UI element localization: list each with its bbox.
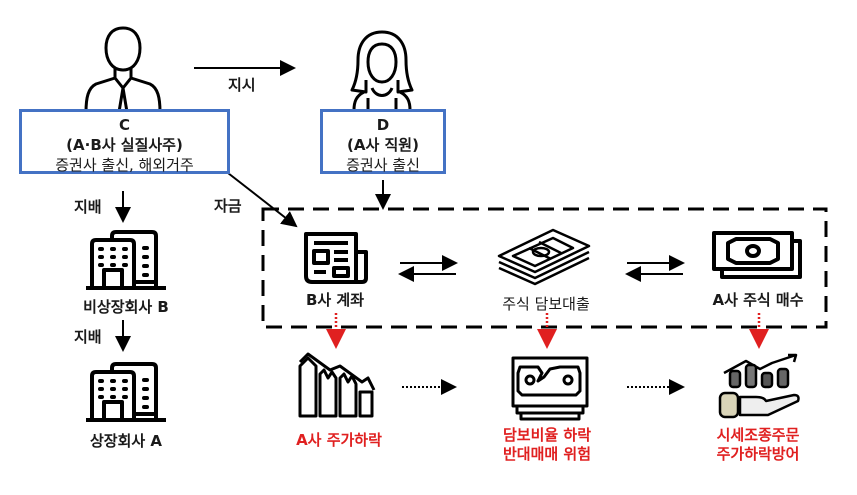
money-stack-icon bbox=[497, 228, 591, 286]
person-c-role: (A·B사 실질사주) bbox=[66, 136, 183, 154]
falling-chart-icon bbox=[298, 352, 376, 418]
person-d-box: D (A사 직원) 증권사 출신 bbox=[320, 109, 446, 174]
person-d-desc: 증권사 출신 bbox=[346, 156, 420, 174]
building-icon-b bbox=[86, 230, 166, 290]
person-d-id: D bbox=[376, 116, 390, 134]
broken-bill-icon bbox=[511, 356, 589, 421]
funds-arrow bbox=[227, 172, 298, 228]
manip-label-1: 시세조종주문 bbox=[716, 426, 800, 444]
hand-rising-chart-icon bbox=[718, 353, 800, 419]
transaction-group-box bbox=[261, 207, 828, 329]
manip-label-2: 주가하락방어 bbox=[716, 445, 800, 463]
person-c-id: C bbox=[118, 116, 130, 134]
control-label-2: 지배 bbox=[74, 328, 102, 346]
cash-icon bbox=[712, 231, 802, 279]
margin-label-2: 반대매매 위험 bbox=[502, 445, 592, 463]
newspaper-icon bbox=[304, 232, 368, 284]
account-label: B사 계좌 bbox=[305, 291, 365, 309]
person-c-box: C (A·B사 실질사주) 증권사 출신, 해외거주 bbox=[19, 109, 230, 174]
loan-label: 주식 담보대출 bbox=[502, 295, 590, 313]
woman-icon bbox=[350, 30, 414, 111]
company-a-label: 상장회사 A bbox=[89, 432, 163, 450]
person-d-role: (A사 직원) bbox=[347, 136, 419, 154]
control-label-1: 지배 bbox=[74, 198, 102, 216]
buy-label: A사 주식 매수 bbox=[712, 291, 804, 309]
building-icon-a bbox=[86, 362, 166, 422]
margin-label-1: 담보비율 하락 bbox=[502, 426, 592, 444]
price-drop-label: A사 주가하락 bbox=[296, 431, 382, 449]
funds-label: 자금 bbox=[214, 197, 242, 215]
man-icon bbox=[84, 26, 162, 113]
company-b-label: 비상장회사 B bbox=[83, 298, 169, 316]
instruct-label: 지시 bbox=[228, 76, 256, 94]
person-c-desc: 증권사 출신, 해외거주 bbox=[55, 156, 194, 174]
